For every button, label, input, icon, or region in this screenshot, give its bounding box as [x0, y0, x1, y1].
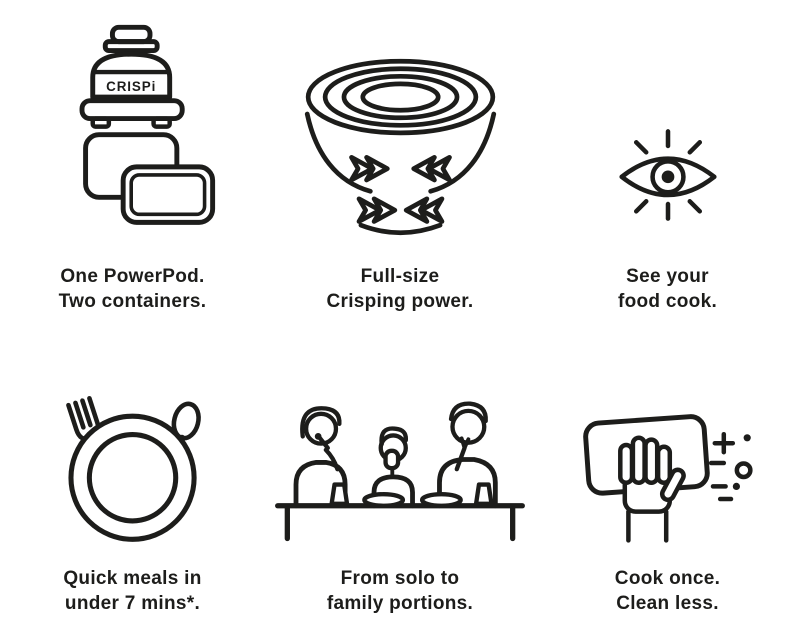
- caption-line: From solo to: [340, 568, 460, 589]
- feature-easy-clean: Cook once. Clean less.: [535, 332, 800, 637]
- feature-caption-portions: From solo to family portions.: [327, 566, 473, 616]
- caption-line: food cook.: [617, 291, 718, 313]
- feature-caption-quick: Quick meals in under 7 mins*.: [63, 566, 201, 616]
- plate-cutlery-icon: [65, 396, 201, 542]
- caption-line: family portions.: [326, 593, 474, 615]
- hand-wiping-icon: [582, 414, 753, 543]
- caption-line: Quick meals in: [63, 568, 202, 589]
- feature-powerpod: CRISPi One PowerPod. Two containers.: [0, 0, 265, 332]
- family-eating-icon: [275, 401, 525, 542]
- feature-caption-clean: Cook once. Clean less.: [615, 566, 720, 616]
- feature-quick-meals: Quick meals in under 7 mins*.: [0, 332, 265, 637]
- caption-line: One PowerPod.: [60, 266, 205, 287]
- feature-crisping-power: Full-size Crisping power.: [265, 0, 535, 332]
- caption-line: Clean less.: [616, 593, 719, 615]
- feature-caption-crisping: Full-size Crisping power.: [326, 264, 473, 314]
- device-brand-label: CRISPi: [106, 79, 156, 94]
- caption-line: See your: [626, 266, 709, 287]
- caption-line: Crisping power.: [326, 291, 474, 313]
- caption-line: Cook once.: [614, 568, 721, 589]
- feature-caption-powerpod: One PowerPod. Two containers.: [59, 264, 207, 314]
- caption-line: under 7 mins*.: [64, 593, 201, 615]
- eye-icon: [618, 129, 717, 221]
- feature-portions: From solo to family portions.: [265, 332, 535, 637]
- crisping-airflow-icon: [304, 58, 496, 236]
- caption-line: Full-size: [360, 266, 440, 287]
- powerpod-two-containers-icon: CRISPi: [79, 24, 215, 225]
- caption-line: Two containers.: [58, 291, 207, 313]
- feature-caption-see: See your food cook.: [618, 264, 717, 314]
- feature-see-food: See your food cook.: [535, 0, 800, 332]
